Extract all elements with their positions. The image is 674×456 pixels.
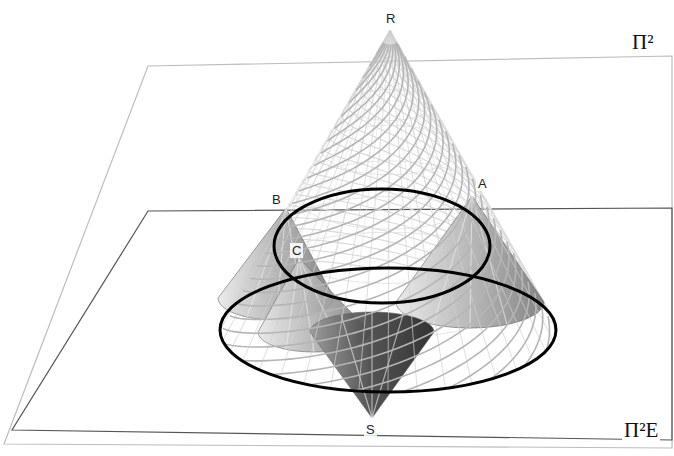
- cone-helix: [321, 43, 400, 153]
- cone-helix: [299, 57, 413, 191]
- cone-helix: [376, 43, 383, 54]
- cone-helix: [292, 69, 419, 204]
- cone-helix: [272, 104, 437, 240]
- cone-mesh-front: [220, 30, 556, 392]
- cone-stripe: [341, 315, 372, 418]
- cone-stripe: [433, 196, 472, 325]
- cone-helix: [370, 43, 385, 66]
- cone-helix: [363, 44, 386, 78]
- cone-stripe: [299, 258, 314, 352]
- cone-helix: [349, 44, 389, 102]
- plane-label: Π²: [630, 30, 655, 54]
- cone-helix: [356, 44, 387, 90]
- base-ellipse: [220, 268, 556, 392]
- cone-helix: [307, 45, 408, 179]
- cone-helix: [257, 132, 450, 267]
- cone-helix: [243, 155, 462, 292]
- lower-plane: [12, 208, 672, 440]
- point-label: R: [384, 11, 397, 26]
- cone-helix: [223, 195, 482, 333]
- upper-plane: [4, 56, 672, 448]
- point-label: S: [364, 422, 377, 437]
- point-label: C: [290, 243, 303, 258]
- cone-helix: [341, 44, 391, 116]
- cone-ruling: [304, 30, 390, 384]
- plane-label: Π²E: [622, 418, 660, 442]
- cone-ruling: [390, 30, 445, 388]
- cone-helix: [285, 81, 424, 216]
- cone-helix: [250, 143, 456, 279]
- point-label: B: [270, 192, 283, 207]
- point-label: A: [476, 176, 489, 191]
- cone-helix: [314, 43, 403, 166]
- cone-ruling: [223, 30, 390, 341]
- cone-helix: [334, 44, 393, 129]
- cone-mesh-back: [220, 30, 556, 338]
- cone-helix: [327, 44, 395, 141]
- section-ellipse: [274, 189, 490, 303]
- cone-helix: [224, 207, 488, 347]
- cone-helix: [265, 120, 443, 254]
